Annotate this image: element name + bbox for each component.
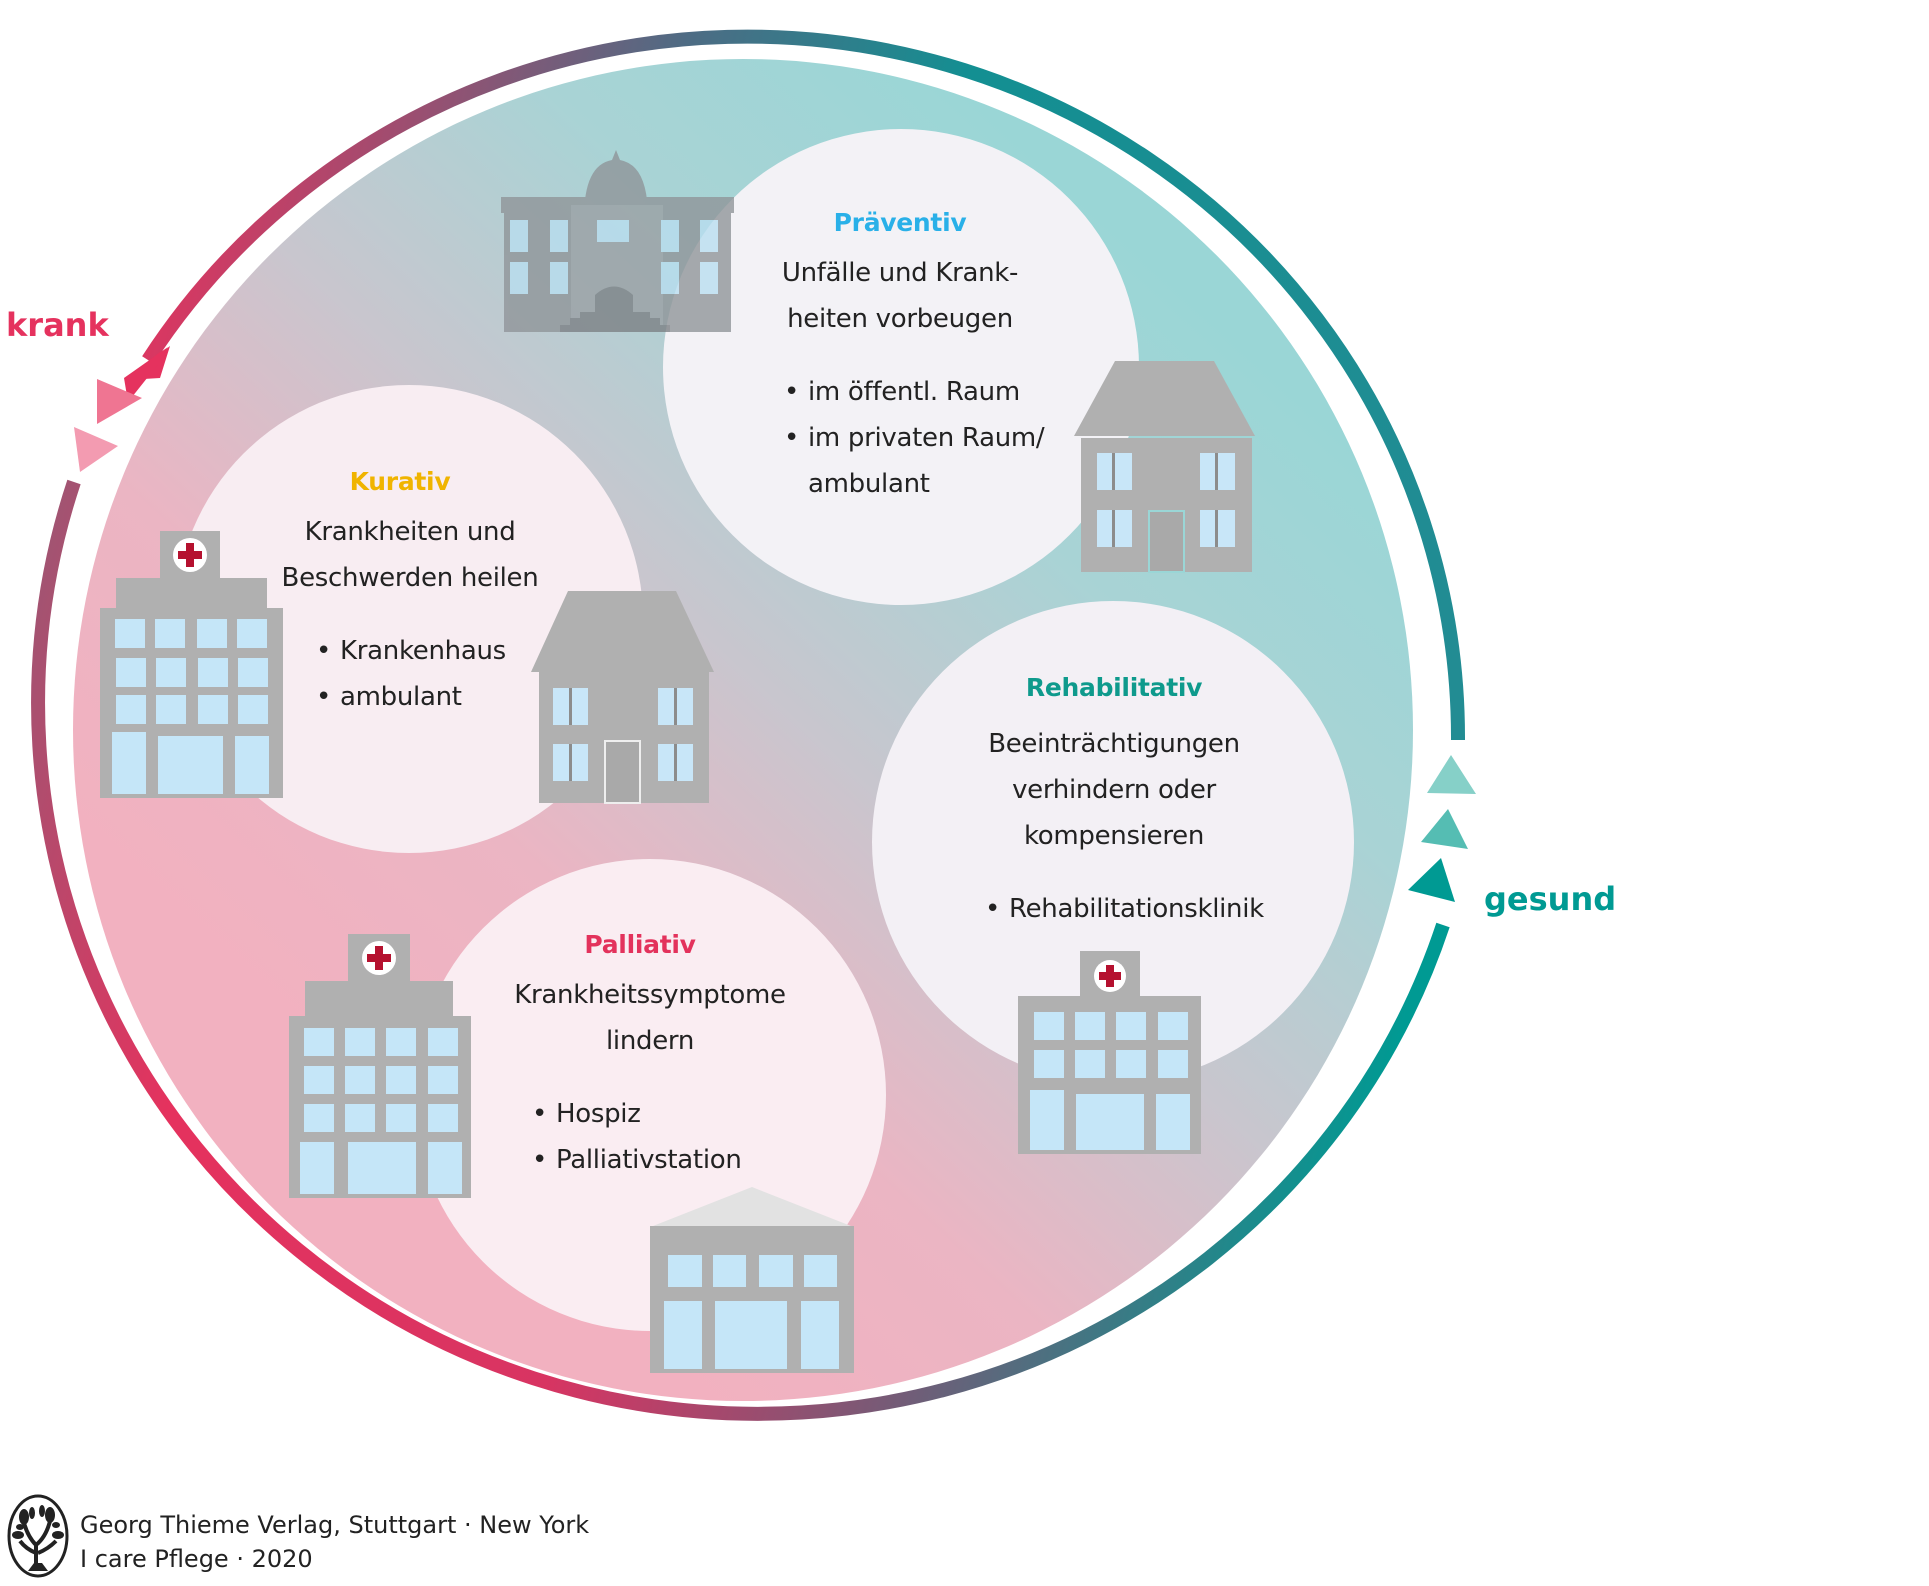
circle-rehabilitativ (872, 601, 1354, 1083)
hospice-building-icon (650, 1187, 854, 1373)
description-line: Beeinträchtigungen (988, 729, 1240, 759)
sick-arrow-head-icon (128, 352, 167, 397)
bullet-item: ambulant (316, 674, 506, 720)
section-bullets: im öffentl. Raum im privaten Raum/ ambul… (784, 369, 1045, 507)
house-icon (531, 591, 714, 804)
section-bullets: Rehabilitationsklinik (985, 886, 1264, 932)
ring-arrow-to-sick (142, 29, 1466, 741)
bullet-item: Krankenhaus (316, 628, 506, 674)
description-line: verhindern oder (1012, 775, 1216, 805)
section-title: Präventiv (833, 208, 967, 237)
hospital-icon (100, 531, 283, 798)
label-sick: krank (6, 306, 109, 344)
ring-arrow-to-healthy (31, 479, 1450, 1421)
bullet-item: Rehabilitationsklinik (985, 886, 1264, 932)
description-line: heiten vorbeugen (787, 304, 1013, 334)
house-icon (1074, 361, 1255, 573)
footer-book: I care Pflege · 2020 (80, 1545, 313, 1573)
bullet-item: im privaten Raum/ (784, 415, 1045, 461)
footer-publisher: Georg Thieme Verlag, Stuttgart · New Yor… (80, 1511, 590, 1539)
section-description: Krankheiten und Beschwerden heilen (240, 509, 580, 601)
section-bullets: Krankenhaus ambulant (316, 628, 506, 720)
section-bullets: Hospiz Palliativstation (532, 1091, 742, 1183)
section-description: Unfälle und Krank- heiten vorbeugen (720, 250, 1080, 342)
description-line: Beschwerden heilen (281, 563, 539, 593)
hospital-icon (289, 934, 471, 1198)
bullet-item: Hospiz (532, 1091, 742, 1137)
hospital-icon (1018, 951, 1201, 1154)
publisher-footer: Georg Thieme Verlag, Stuttgart · New Yor… (80, 1508, 589, 1576)
bullet-item-continuation: ambulant (808, 469, 930, 499)
section-description: Krankheitssymptome lindern (480, 972, 820, 1064)
chevron-triangle-icon (74, 427, 118, 472)
section-title: Palliativ (584, 930, 696, 959)
circle-praeventiv (663, 129, 1139, 605)
circle-kurativ (175, 385, 643, 853)
chevron-triangle-icon (97, 379, 142, 424)
section-title: Kurativ (349, 467, 451, 496)
label-healthy: gesund (1484, 880, 1617, 918)
section-description: Beeinträchtigungen verhindern oder kompe… (934, 721, 1294, 859)
description-line: Krankheiten und (304, 517, 516, 547)
section-title: Rehabilitativ (1025, 673, 1203, 702)
tree-logo-icon (7, 1494, 69, 1578)
description-line: Unfälle und Krank- (781, 258, 1019, 288)
description-line: lindern (605, 1026, 695, 1056)
chevron-triangle-icon (1427, 755, 1476, 794)
public-building-icon (501, 150, 734, 332)
bullet-item: Palliativstation (532, 1137, 742, 1183)
description-line: Krankheitssymptome (514, 980, 786, 1010)
bullet-item: im öffentl. Raum (784, 369, 1044, 415)
chevron-triangle-icon (1421, 809, 1468, 849)
description-line: kompensieren (1023, 821, 1205, 851)
healthy-arrow-head-icon (1408, 858, 1455, 902)
